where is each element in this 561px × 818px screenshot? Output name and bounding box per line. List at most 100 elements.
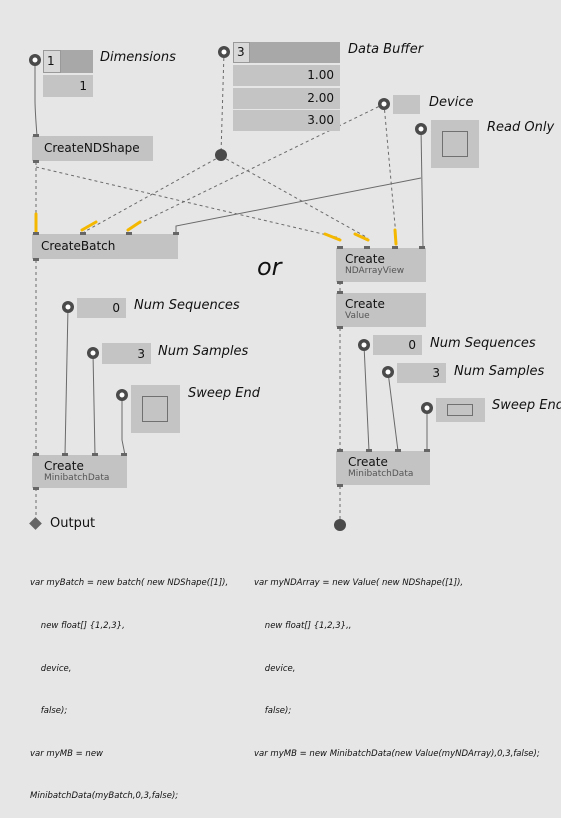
databuffer-value-box-2[interactable] [233, 88, 340, 109]
create-batch-pin-4[interactable] [173, 232, 179, 235]
create-ndarrayview-pin-4[interactable] [419, 246, 425, 249]
create-value-subtitle: Value [345, 311, 370, 321]
create-batch-node[interactable]: CreateBatch [32, 234, 178, 259]
create-minibatch-right-title: Create [348, 455, 388, 469]
readonly-toggle[interactable] [431, 120, 479, 168]
dimensions-value: 1 [79, 79, 87, 93]
code-right-line-3: device, [254, 663, 296, 674]
code-block-left: var myBatch = new batch( new NDShape([1]… [30, 548, 228, 818]
dimensions-count: 1 [47, 54, 55, 68]
highlight-ndarrayview-pin-1 [323, 232, 342, 242]
create-minibatch-left-pin-2[interactable] [62, 453, 68, 456]
create-ndshape-output-pin[interactable] [33, 160, 39, 163]
wire-readonly-batch [175, 177, 422, 234]
create-ndarrayview-pin-1[interactable] [337, 246, 343, 249]
left-numsamples-box[interactable] [102, 343, 151, 364]
databuffer-value-3: 3.00 [307, 113, 334, 127]
code-right-line-5: var myMB = new MinibatchData(new Value(m… [254, 748, 540, 759]
highlight-ndarrayview-pin-3 [393, 228, 398, 246]
highlight-batch-pin-3 [126, 220, 142, 232]
create-ndarrayview-output-pin[interactable] [337, 281, 343, 284]
create-minibatch-left-node[interactable]: Create MinibatchData [32, 455, 127, 488]
wire-device-batch [129, 103, 385, 229]
right-numsamples-label: Num Samples [454, 364, 545, 379]
create-minibatch-right-pin-2[interactable] [366, 449, 372, 452]
left-sweepend-square [142, 396, 168, 422]
readonly-toggle-square [442, 131, 468, 157]
create-minibatch-right-output-pin[interactable] [337, 484, 343, 487]
code-left-line-4: false); [30, 706, 68, 717]
create-minibatch-left-subtitle: MinibatchData [44, 473, 110, 483]
create-minibatch-left-output-pin[interactable] [33, 487, 39, 490]
databuffer-label: Data Buffer [348, 42, 424, 57]
databuffer-value-1: 1.00 [307, 68, 334, 82]
create-batch-title: CreateBatch [41, 239, 116, 253]
create-batch-output-pin[interactable] [33, 258, 39, 261]
right-sweepend-label: Sweep End [492, 398, 561, 413]
code-right-line-1: var myNDArray = new Value( new NDShape([… [254, 578, 464, 589]
databuffer-count-box[interactable] [233, 42, 340, 63]
wire-dimensions-ndshape [34, 60, 38, 137]
databuffer-value-box-3[interactable] [233, 110, 340, 131]
create-ndarrayview-pin-3[interactable] [392, 246, 398, 249]
wire-junction-batch [83, 155, 222, 233]
create-ndarrayview-subtitle: NDArrayView [345, 266, 405, 276]
code-left-line-2: new float[] {1,2,3}, [30, 621, 125, 632]
code-left-line-5: var myMB = new [30, 748, 104, 759]
right-numsamples-value: 3 [432, 366, 440, 380]
right-output-dot [334, 519, 346, 531]
wire-device-ndarrayview [383, 103, 397, 237]
wire-left-sweepend [121, 395, 126, 456]
readonly-label: Read Only [487, 120, 555, 135]
create-minibatch-right-pin-1[interactable] [337, 449, 343, 452]
create-minibatch-left-title: Create [44, 459, 84, 473]
create-batch-pin-3[interactable] [126, 232, 132, 235]
code-block-right: var myNDArray = new Value( new NDShape([… [254, 548, 540, 775]
create-ndarrayview-pin-2[interactable] [364, 246, 370, 249]
left-numseq-box[interactable] [77, 298, 126, 318]
left-sweepend-label: Sweep End [188, 386, 260, 401]
right-sweepend-toggle[interactable] [436, 398, 485, 422]
create-minibatch-right-pin-3[interactable] [395, 449, 401, 452]
create-minibatch-left-pin-4[interactable] [121, 453, 127, 456]
databuffer-value-box-1[interactable] [233, 65, 340, 86]
right-numsamples-box[interactable] [397, 363, 446, 383]
create-ndarrayview-node[interactable]: Create NDArrayView [336, 248, 426, 282]
left-numsamples-label: Num Samples [158, 344, 249, 359]
left-sweepend-toggle[interactable] [131, 385, 180, 433]
code-left-line-3: device, [30, 663, 72, 674]
device-input-box[interactable] [393, 95, 420, 114]
create-value-title: Create [345, 297, 385, 311]
junction-dot [215, 149, 227, 161]
databuffer-value-2: 2.00 [307, 91, 334, 105]
create-value-node[interactable]: Create Value [336, 293, 426, 327]
create-ndshape-input-pin[interactable] [33, 134, 39, 137]
databuffer-count-field[interactable] [233, 42, 250, 63]
code-right-line-2: new float[] {1,2,3},, [254, 621, 352, 632]
right-numseq-label: Num Sequences [430, 336, 536, 351]
create-minibatch-right-pin-4[interactable] [424, 449, 430, 452]
create-batch-pin-2[interactable] [80, 232, 86, 235]
create-value-input-pin[interactable] [337, 291, 343, 294]
wire-right-numsamples [387, 371, 399, 452]
left-numseq-value: 0 [112, 301, 120, 315]
wire-databuffer-junction [220, 51, 225, 155]
create-minibatch-right-subtitle: MinibatchData [348, 469, 414, 479]
wire-ndshape-ndarrayview [35, 166, 341, 239]
wire-junction-ndarrayview [220, 155, 369, 239]
databuffer-count: 3 [237, 45, 245, 59]
wire-left-numseq [64, 306, 69, 456]
dimensions-value-box[interactable] [43, 75, 93, 97]
wire-readonly-ndarrayview [420, 127, 424, 249]
create-minibatch-right-node[interactable]: Create MinibatchData [336, 451, 430, 485]
wire-right-numseq [363, 344, 370, 452]
right-numseq-box[interactable] [373, 335, 422, 355]
create-minibatch-left-pin-1[interactable] [33, 453, 39, 456]
highlight-batch-pin-2 [80, 220, 98, 232]
right-numseq-value: 0 [408, 338, 416, 352]
create-batch-pin-1[interactable] [33, 232, 39, 235]
dimensions-count-field[interactable] [43, 50, 61, 73]
create-value-output-pin[interactable] [337, 326, 343, 329]
create-ndshape-node[interactable]: CreateNDShape [32, 136, 153, 161]
create-minibatch-left-pin-3[interactable] [92, 453, 98, 456]
